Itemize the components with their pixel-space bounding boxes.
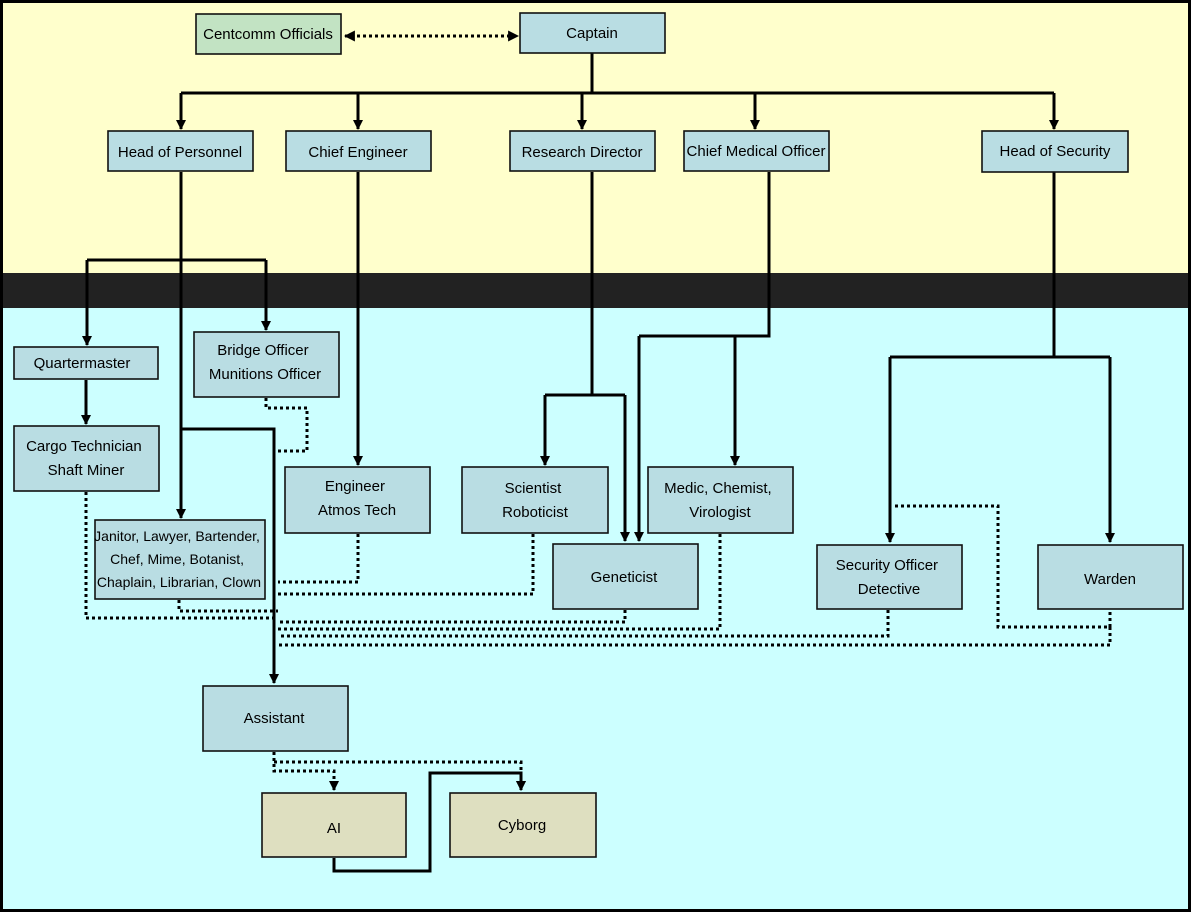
secoff-label-line-2: Detective — [858, 581, 921, 598]
scientist-label-line-1: Scientist — [505, 480, 563, 497]
medic-box — [647, 466, 794, 534]
qm-label: Quartermaster — [34, 355, 131, 372]
cmo-label-line: Chief Medical Officer — [687, 143, 826, 160]
medic-label-line-1: Medic, Chemist, — [664, 480, 772, 497]
assistant-label-line: Assistant — [244, 710, 306, 727]
geneticist-label-line: Geneticist — [591, 569, 659, 586]
cmo-box — [683, 130, 830, 172]
dotted-warden — [278, 627, 1112, 647]
civilian-label-line-3: Chaplain, Librarian, Clown — [97, 574, 261, 590]
rd-box — [509, 130, 656, 172]
divider-band — [3, 273, 1188, 308]
hos-label-line: Head of Security — [1000, 143, 1111, 160]
geneticist-label: Geneticist — [591, 569, 659, 586]
cargo-label-line-1: Cargo Technician — [26, 438, 142, 455]
ce-box — [285, 130, 432, 172]
bridge-label-line-2: Munitions Officer — [209, 366, 321, 383]
link-hop-assistant — [181, 427, 279, 684]
cyborg-box — [449, 792, 597, 858]
warden-box — [1037, 544, 1184, 610]
warden-label-line: Warden — [1084, 571, 1136, 588]
ce-label-line: Chief Engineer — [308, 144, 407, 161]
dotted-engineer — [278, 534, 360, 584]
cmo-label: Chief Medical Officer — [687, 143, 826, 160]
dotted-secoff — [278, 610, 890, 638]
dotted-assistant-ai — [272, 752, 339, 791]
ai-label-line: AI — [327, 820, 341, 837]
cyborg-label-line: Cyborg — [498, 817, 546, 834]
centcomm-label: Centcomm Officials — [203, 26, 333, 43]
hos-box — [981, 130, 1129, 173]
cyborg-label: Cyborg — [498, 817, 546, 834]
qm-box — [13, 346, 159, 380]
dotted-scientist — [278, 534, 535, 596]
cargo-label: Cargo Technician Shaft Miner — [26, 438, 146, 479]
engineer-label: Engineer Atmos Tech — [318, 478, 396, 519]
dotted-lines — [84, 398, 1112, 791]
engineer-label-line-2: Atmos Tech — [318, 502, 396, 519]
medic-label-line-2: Virologist — [689, 504, 751, 521]
centcomm-label-line: Centcomm Officials — [203, 26, 333, 43]
hop-label-line: Head of Personnel — [118, 144, 242, 161]
dotted-warden-secoff — [895, 504, 1112, 629]
scientist-box — [461, 466, 609, 534]
centcomm-box — [195, 13, 342, 55]
civilian-box — [94, 519, 266, 600]
bridge-label: Bridge Officer Munitions Officer — [209, 342, 321, 383]
dotted-medic — [278, 534, 722, 631]
captain-label-line: Captain — [566, 25, 618, 42]
cargo-label-line-2: Shaft Miner — [48, 462, 125, 479]
rd-label-line: Research Director — [522, 144, 643, 161]
warden-label: Warden — [1084, 571, 1136, 588]
captain-label: Captain — [566, 25, 618, 42]
role-boxes — [13, 12, 1184, 858]
civilian-label: Janitor, Lawyer, Bartender, Chef, Mime, … — [94, 528, 264, 590]
hos-label: Head of Security — [1000, 143, 1111, 160]
scientist-label-line-2: Roboticist — [502, 504, 569, 521]
medic-label: Medic, Chemist, Virologist — [664, 480, 776, 521]
link-cmo-bus — [639, 172, 771, 338]
captain-box — [519, 12, 666, 54]
dotted-bridge-assistant — [264, 398, 309, 453]
hop-label: Head of Personnel — [118, 144, 242, 161]
secoff-label: Security Officer Detective — [836, 557, 942, 598]
bridge-box — [193, 331, 340, 398]
secoff-box — [816, 544, 963, 610]
assistant-label: Assistant — [244, 710, 306, 727]
engineer-label-line-1: Engineer — [325, 478, 385, 495]
assistant-box — [202, 685, 349, 752]
rd-label: Research Director — [522, 144, 643, 161]
bridge-label-line-1: Bridge Officer — [217, 342, 308, 359]
dotted-cargo — [84, 492, 278, 620]
ce-label: Chief Engineer — [308, 144, 407, 161]
qm-label-line: Quartermaster — [34, 355, 131, 372]
cargo-box — [13, 425, 160, 492]
command-lines — [81, 30, 1115, 873]
ai-label: AI — [327, 820, 341, 837]
civilian-label-line-2: Chef, Mime, Botanist, — [110, 551, 244, 567]
secoff-label-line-1: Security Officer — [836, 557, 938, 574]
hop-box — [107, 130, 254, 172]
civilian-label-line-1: Janitor, Lawyer, Bartender, — [94, 528, 260, 544]
engineer-box — [284, 466, 431, 534]
geneticist-box — [552, 543, 699, 610]
dotted-assistant-cyborg — [274, 760, 526, 791]
scientist-label: Scientist Roboticist — [502, 480, 569, 521]
dotted-geneticist — [278, 610, 627, 624]
role-labels: Centcomm Officials Captain Head of Perso… — [26, 25, 1136, 837]
ai-box — [261, 792, 407, 858]
